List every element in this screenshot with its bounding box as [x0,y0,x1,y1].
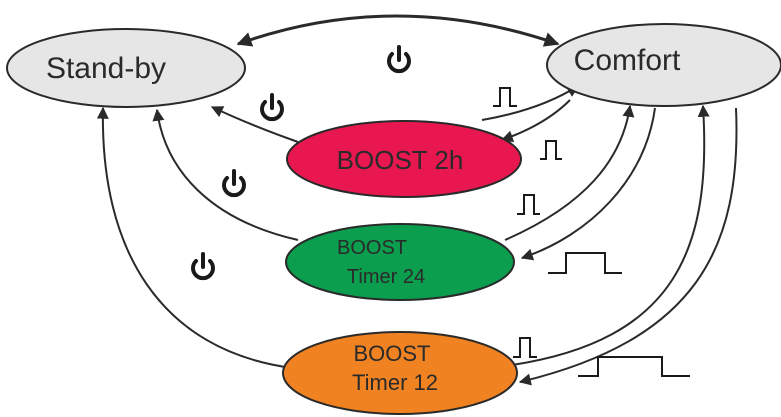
arrow-timer24-to-comfort [504,104,635,241]
power-icons [191,45,411,281]
node-boost-timer-12: BOOST Timer 12 [282,331,518,415]
power-icon [191,252,215,281]
comfort-label: Comfort [574,44,681,77]
boost-2h-label: BOOST 2h [337,145,464,175]
short-pulse-icon [513,337,537,358]
long-pulse-icon [548,252,622,274]
pulse-icons [493,87,690,377]
arrow-comfort-to-timer12 [518,107,738,386]
node-standby: Stand-by [6,28,246,108]
arrow-boost2h-to-standby [210,106,299,143]
power-icon [260,93,284,122]
long-pulse-icon [578,356,690,377]
short-pulse-icon [540,140,562,160]
arrow-timer24-to-standby [152,108,299,241]
arrow-timer12-to-comfort [511,104,710,366]
power-icon [387,45,411,74]
boost-timer-24-line1: BOOST [337,237,407,259]
short-pulse-icon [493,87,517,107]
boost-timer-24-line2: Timer 24 [347,266,425,288]
arrow-standby-comfort [236,14,560,47]
boost-timer-12-line1: BOOST [353,341,430,366]
short-pulse-icon [517,194,540,215]
arrow-timer12-to-standby [96,106,293,369]
node-boost-timer-24: BOOST Timer 24 [285,223,515,301]
standby-label: Stand-by [46,52,166,85]
arrow-boost2h-to-comfort [481,85,580,121]
node-comfort: Comfort [546,23,781,107]
boost-timer-12-line2: Timer 12 [352,370,438,395]
connections [96,14,738,386]
arrow-comfort-to-timer24 [520,107,656,261]
arrow-comfort-to-boost2h [500,99,571,143]
power-icon [222,169,246,198]
node-boost-2h: BOOST 2h [286,120,522,198]
